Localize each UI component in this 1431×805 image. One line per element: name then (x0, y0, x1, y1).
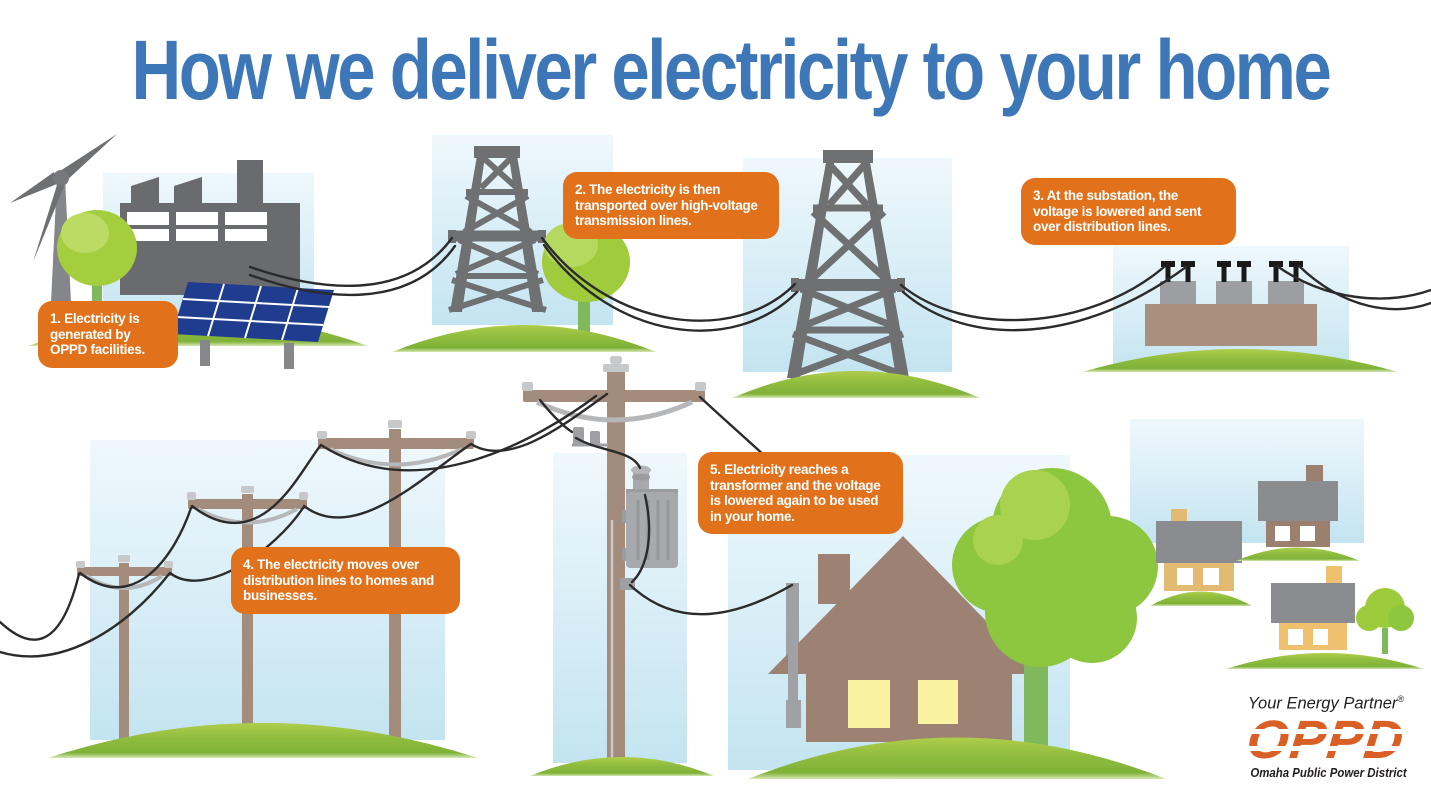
step-text-line: 1. Electricity is (50, 311, 140, 326)
neighborhood-house-icon (1258, 465, 1338, 547)
step-text-line: 5. Electricity reaches a (710, 462, 849, 477)
utility-pole-icon (522, 356, 706, 765)
window (848, 680, 890, 728)
grass-hill (1236, 547, 1360, 561)
step-text-line: businesses. (243, 588, 317, 603)
step-text-line: 4. The electricity moves over (243, 557, 419, 572)
grass-hill (1150, 591, 1252, 606)
step-1-callout: 1. Electricity is generated by OPPD faci… (38, 301, 178, 368)
power-plant-icon (120, 160, 300, 295)
grass-hill (48, 723, 478, 758)
step-text-line: in your home. (710, 508, 795, 524)
step-text-line: 2. The electricity is then (575, 182, 721, 197)
step-text-line: transported over high-voltage (575, 197, 758, 213)
pole-transformer-icon (622, 465, 678, 568)
tree-icon (57, 210, 137, 306)
solar-panel-icon (172, 282, 334, 369)
step-text-line: transformer and the voltage (710, 477, 881, 493)
neighborhood-house-icon (1271, 566, 1355, 650)
grass-hill (1082, 349, 1398, 372)
step-text-line: is lowered again to be used (710, 493, 879, 508)
logo-stripe (1244, 728, 1410, 734)
window (918, 680, 958, 724)
brand-subtitle: Omaha Public Power District (1250, 764, 1407, 780)
transmission-tower-icon (787, 150, 909, 380)
brand-tagline: Your Energy Partner® (1247, 694, 1405, 713)
oppd-logo: OPPD (1242, 710, 1410, 770)
step-text-line: voltage is lowered and sent (1033, 203, 1202, 219)
grass-hill (748, 737, 1166, 779)
step-2-callout: 2. The electricity is then transported o… (563, 172, 779, 239)
grass-hill (392, 325, 656, 352)
step-4-callout: 4. The electricity moves over distributi… (231, 547, 460, 614)
bushing-insulators (1161, 261, 1303, 282)
page-title: How we deliver electricity to your home (131, 23, 1331, 117)
step-text-line: transmission lines. (575, 213, 692, 228)
step-text-line: OPPD facilities. (50, 342, 145, 357)
registered-mark: ® (1397, 694, 1405, 704)
step-text-line: over distribution lines. (1033, 219, 1171, 234)
utility-pole-icon (187, 486, 308, 746)
step-text-line: generated by (50, 326, 131, 342)
service-mast-icon (786, 583, 799, 658)
house-icon (768, 536, 1038, 742)
electric-meter-icon (786, 700, 801, 728)
power-lines (0, 236, 1431, 658)
tree-icon (952, 468, 1158, 768)
step-text-line: distribution lines to homes and (243, 572, 434, 588)
title-bar: How we deliver electricity to your home (0, 28, 1431, 112)
grass-hill (1226, 653, 1424, 669)
transmission-tower-icon (448, 146, 547, 313)
step-5-callout: 5. Electricity reaches a transformer and… (698, 452, 903, 534)
substation-icon (1145, 261, 1317, 346)
tree-icon (1356, 588, 1414, 654)
grass-hill (530, 757, 714, 776)
step-3-callout: 3. At the substation, the voltage is low… (1021, 178, 1236, 245)
step-text-line: 3. At the substation, the (1033, 188, 1179, 203)
neighborhood-house-icon (1156, 509, 1242, 591)
grass-hill (732, 371, 980, 398)
oppd-branding: Your Energy Partner® OPPD Omaha Public P… (1240, 694, 1412, 780)
logo-stripe (1242, 745, 1408, 751)
